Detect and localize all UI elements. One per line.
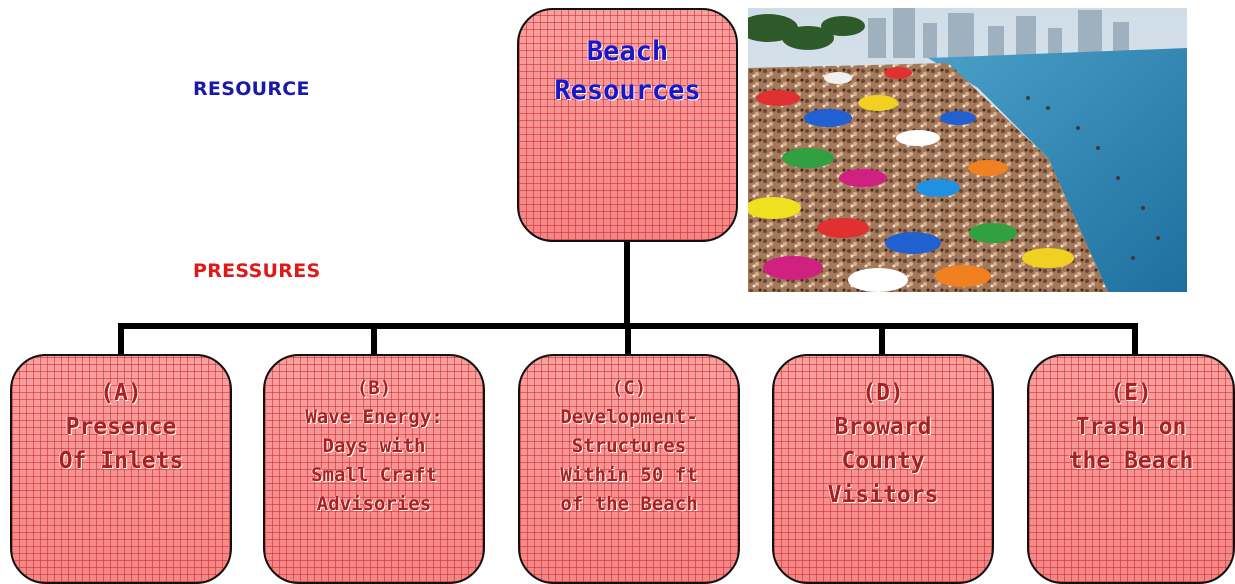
node-a-line-3: Of Inlets xyxy=(58,448,184,474)
beach-photo xyxy=(748,8,1187,292)
node-d-line-3: County xyxy=(841,448,925,474)
node-d-line-4: Visitors xyxy=(827,482,939,508)
pressure-node-e: (E) Trash on the Beach xyxy=(1027,354,1235,584)
node-d-line-2: Broward xyxy=(834,414,932,440)
node-e-line-1: (E) xyxy=(1110,380,1152,406)
node-e-line-3: the Beach xyxy=(1068,448,1194,474)
pressure-node-d: (D) Broward County Visitors xyxy=(772,354,994,584)
pressure-node-c: (C) Development- Structures Within 50 ft… xyxy=(518,354,740,584)
node-b-line-4: Small Craft xyxy=(311,464,437,486)
node-c-line-4: Within 50 ft xyxy=(560,464,698,486)
node-a-line-2: Presence xyxy=(65,414,177,440)
node-b-line-5: Advisories xyxy=(316,493,432,515)
node-b-line-3: Days with xyxy=(322,435,426,457)
node-e-line-2: Trash on xyxy=(1075,414,1187,440)
node-b-line-2: Wave Energy: xyxy=(305,406,443,428)
node-b-line-1: (B) xyxy=(356,377,392,399)
node-c-line-2: Development- xyxy=(560,406,698,428)
node-d-line-1: (D) xyxy=(862,380,904,406)
pressures-label: PRESSURES xyxy=(193,260,321,282)
root-line-1: Beach xyxy=(586,36,669,67)
pressure-node-a: (A) Presence Of Inlets xyxy=(10,354,232,584)
node-c-line-1: (C) xyxy=(611,377,647,399)
root-line-2: Resources xyxy=(554,75,701,106)
node-c-line-5: of the Beach xyxy=(560,493,698,515)
resource-label: RESOURCE xyxy=(193,78,310,100)
pressure-node-b: (B) Wave Energy: Days with Small Craft A… xyxy=(263,354,485,584)
node-a-line-1: (A) xyxy=(100,380,142,406)
root-node-beach-resources: Beach Resources xyxy=(517,8,738,242)
node-c-line-3: Structures xyxy=(571,435,687,457)
